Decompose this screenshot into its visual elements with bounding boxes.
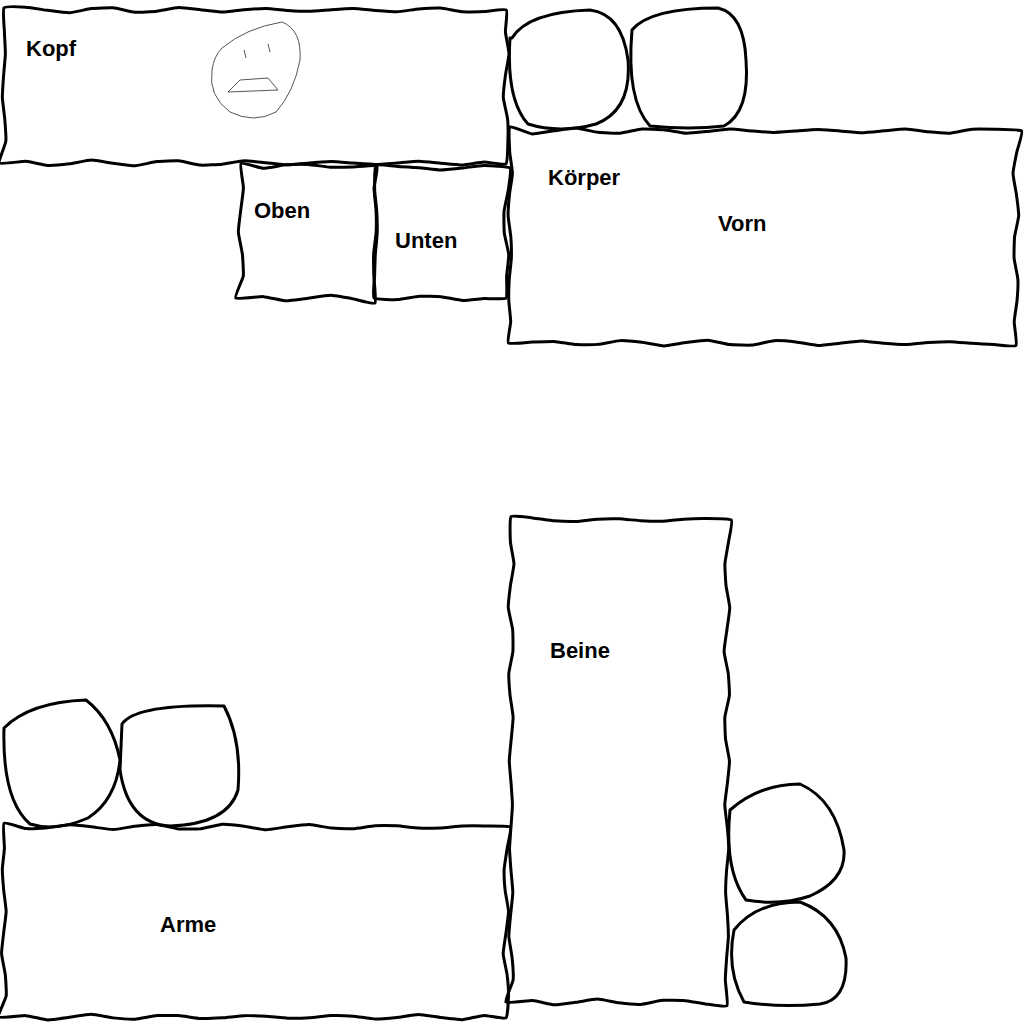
tab-square [729, 784, 844, 902]
template-panel: Oben [241, 166, 375, 298]
template-panel: Arme [4, 827, 506, 1017]
face-drawing [211, 22, 300, 118]
tab-square [4, 700, 120, 827]
panel-border [508, 127, 1022, 346]
face-outline [211, 22, 300, 118]
panel-outline [241, 166, 375, 298]
template-panel: Beine [511, 520, 727, 1002]
template-panel: KörperVorn [510, 131, 1016, 343]
panel-outline [511, 520, 727, 1002]
panel-outline [4, 10, 506, 163]
panel-label: Vorn [718, 211, 766, 237]
template-panel: Unten [376, 168, 506, 298]
panel-border [506, 516, 732, 1006]
panel-border [373, 165, 510, 301]
panel-label: Unten [395, 228, 457, 254]
panel-border [236, 163, 378, 303]
panel-border [0, 823, 511, 1020]
panel-label: Beine [550, 638, 610, 664]
tab-square [509, 10, 628, 129]
tab-square [120, 706, 239, 826]
blank-tabs [4, 8, 846, 1006]
tab-square [631, 8, 747, 128]
panel-border [0, 7, 509, 166]
panel-label: Körper [548, 165, 620, 191]
tab-square [732, 902, 847, 1006]
panel-outline [4, 827, 506, 1017]
panel-label: Kopf [26, 36, 76, 62]
template-panel: Kopf [4, 10, 506, 163]
face-mouth [228, 78, 278, 92]
face-eye [268, 44, 270, 52]
panel-label: Oben [254, 198, 310, 224]
panel-outline [510, 131, 1016, 343]
panel-label: Arme [160, 912, 216, 938]
face-eye [244, 50, 246, 58]
